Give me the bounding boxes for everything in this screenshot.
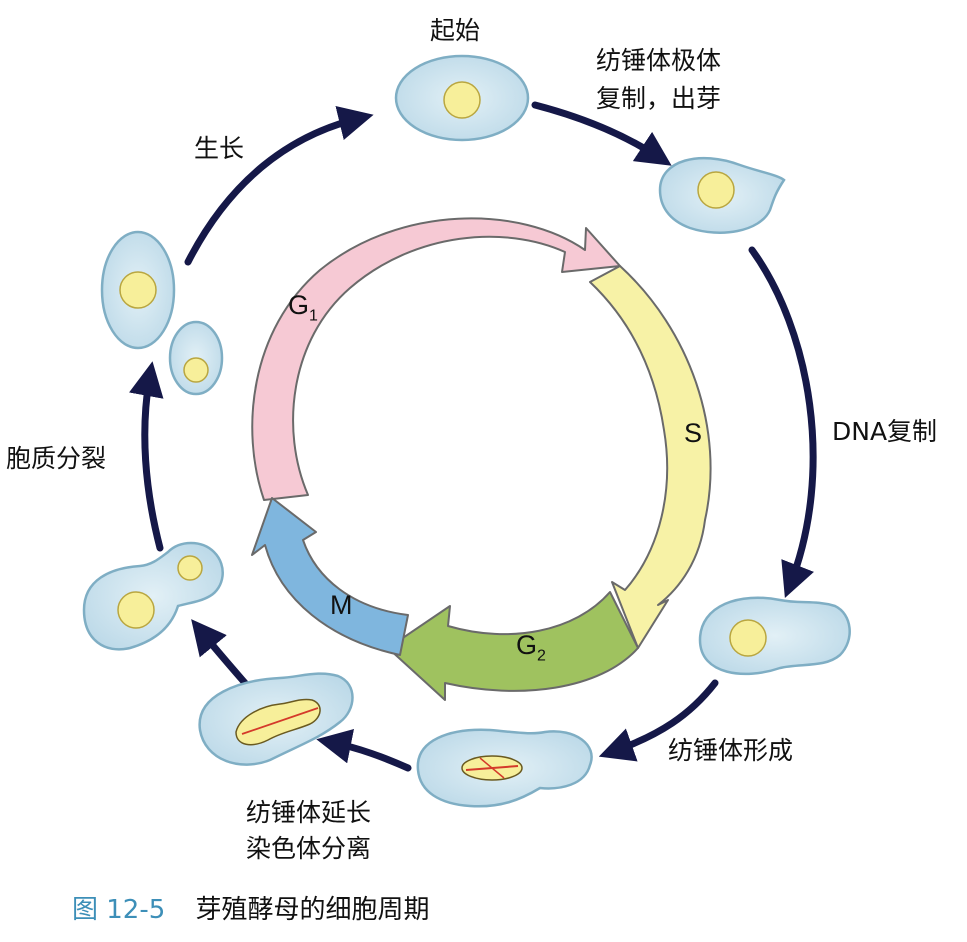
cell-cytokinesis xyxy=(82,541,224,651)
cell-growth-daughter xyxy=(168,320,224,396)
figure-title: 芽殖酵母的细胞周期 xyxy=(195,895,430,925)
label-spindle-elongation-line2: 染色体分离 xyxy=(246,834,372,863)
arrow-dna-to-spindle xyxy=(598,679,719,762)
label-growth: 生长 xyxy=(194,134,245,163)
label-spindle-formation: 纺锤体形成 xyxy=(668,736,794,765)
arrow-spindle-to-elongation xyxy=(316,728,412,772)
cell-growth-mother xyxy=(100,230,176,350)
arrow-cytokinesis-to-growth xyxy=(129,361,164,552)
cell-budding xyxy=(658,156,786,234)
label-dna-replication: DNA复制 xyxy=(832,417,938,446)
outer-cycle-arrows xyxy=(129,101,817,772)
label-start: 起始 xyxy=(430,16,481,45)
phase-s-arrow xyxy=(589,265,712,649)
label-spindle-pole-duplication-line2: 复制，出芽 xyxy=(596,84,722,113)
cell-spindle-elongation xyxy=(198,672,354,766)
phase-m-arrow xyxy=(251,497,409,656)
arrow-growth-to-start xyxy=(184,105,374,266)
cell-spindle-formation xyxy=(416,728,593,808)
arrow-budding-to-dna xyxy=(748,246,817,599)
figure-caption: 图 12-5 芽殖酵母的细胞周期 xyxy=(72,893,430,927)
phase-g2-arrow xyxy=(387,591,639,701)
label-spindle-pole-duplication-line1: 纺锤体极体 xyxy=(596,46,722,75)
yeast-cells xyxy=(82,54,851,808)
phase-label-m: M xyxy=(330,590,353,620)
phase-label-s: S xyxy=(684,418,703,448)
phase-ring xyxy=(251,217,712,701)
phase-label-g1: G1 xyxy=(288,290,318,325)
label-cytokinesis: 胞质分裂 xyxy=(6,444,107,473)
arrow-start-to-budding xyxy=(531,101,672,166)
phase-g1-arrow xyxy=(251,217,621,501)
cell-dna-replicated xyxy=(698,596,851,676)
cell-start xyxy=(394,54,530,142)
arrow-elongation-to-cytokinesis xyxy=(191,619,249,687)
label-spindle-elongation-line1: 纺锤体延长 xyxy=(246,798,372,827)
figure-number: 图 12-5 xyxy=(72,895,166,925)
phase-label-g2: G2 xyxy=(516,630,546,665)
